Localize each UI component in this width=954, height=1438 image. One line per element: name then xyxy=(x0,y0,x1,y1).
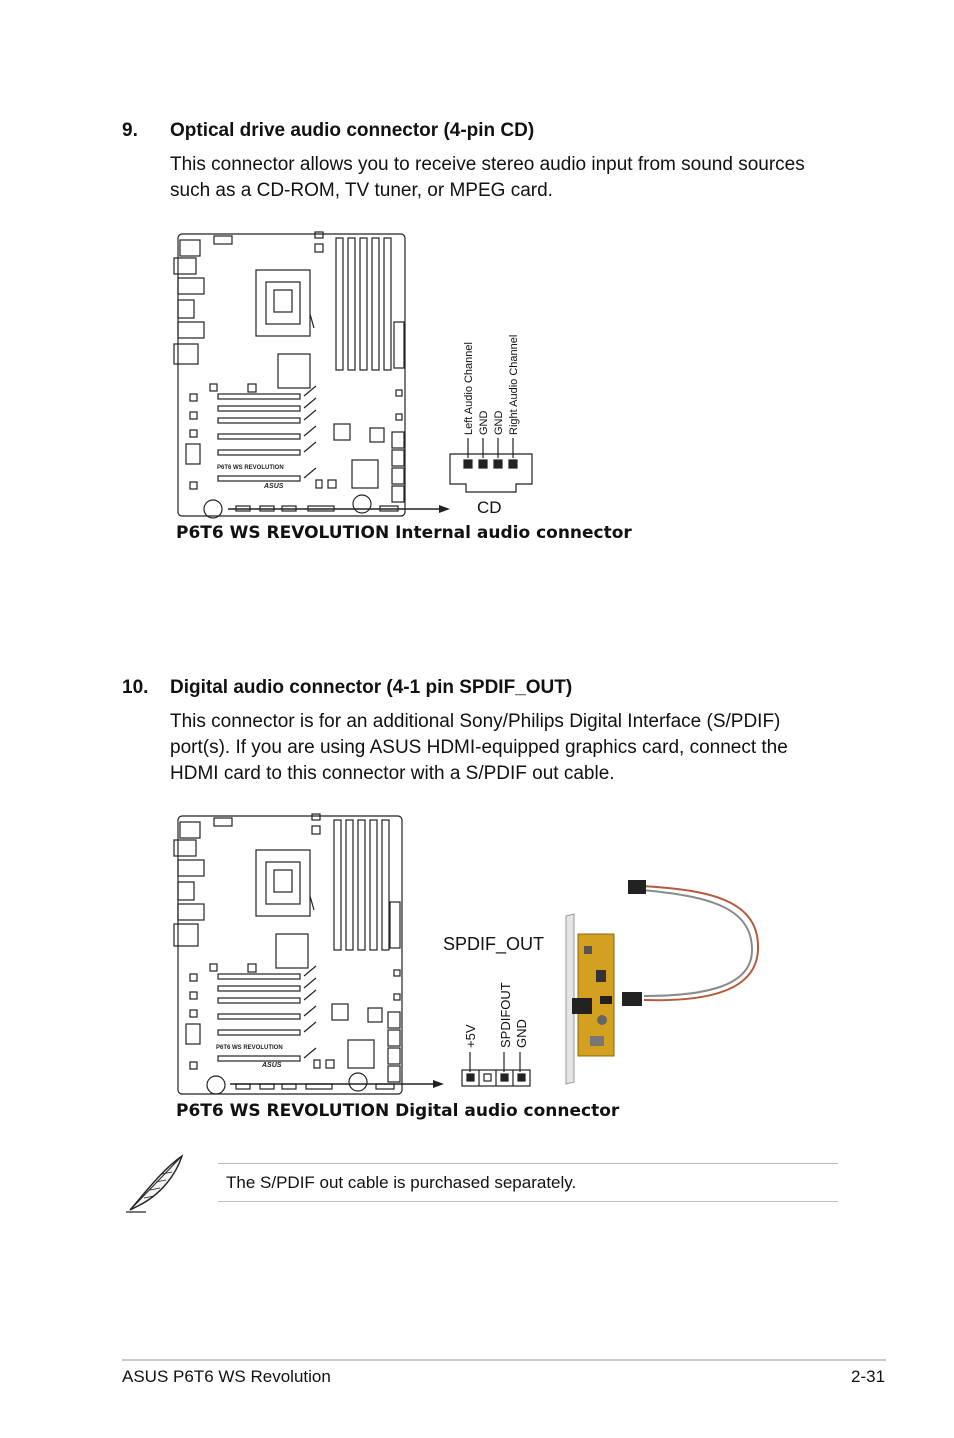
motherboard-outline xyxy=(173,231,406,519)
pin-label-spdifout: SPDIFOUT xyxy=(498,982,513,1048)
feather-quill-icon xyxy=(126,1154,184,1213)
cd-connector xyxy=(449,438,533,493)
section-10-body: This connector is for an additional Sony… xyxy=(170,709,788,787)
pin-label-gnd-1: GND xyxy=(478,411,490,436)
figure-2-caption: P6T6 WS REVOLUTION Digital audio connect… xyxy=(176,1101,620,1121)
note-bottom-rule xyxy=(218,1201,838,1202)
footer-title: ASUS P6T6 WS Revolution xyxy=(122,1367,331,1386)
brand-logo: ASUS xyxy=(263,483,284,490)
page-number: 2-31 xyxy=(851,1367,886,1386)
pin-label-5v: +5V xyxy=(463,1024,478,1048)
footer-rule xyxy=(122,1359,886,1361)
pin-label-gnd-2: GND xyxy=(493,411,505,436)
body-line: such as a CD-ROM, TV tuner, or MPEG card… xyxy=(170,180,553,201)
arrow-head xyxy=(433,1080,444,1088)
section-10-number: 10. xyxy=(122,677,149,698)
board-label: P6T6 WS REVOLUTION xyxy=(217,465,284,471)
section-9-title: Optical drive audio connector (4-pin CD) xyxy=(170,120,535,141)
cable-plug-top xyxy=(628,880,646,894)
pin-label-left-audio: Left Audio Channel xyxy=(463,342,475,435)
spdif-connector-diagram: P6T6 WS REVOLUTION ASUS SPDIF_OUT +5V SP… xyxy=(173,813,760,1095)
arrow-head xyxy=(439,505,450,513)
spdif-bracket-card xyxy=(565,913,615,1085)
pin-label-right-audio: Right Audio Channel xyxy=(508,335,520,435)
cd-connector-label: CD xyxy=(477,498,502,517)
cd-connector-diagram: P6T6 WS REVOLUTION ASUS Left Audio Chann… xyxy=(173,231,533,519)
pin-label-gnd: GND xyxy=(514,1019,529,1048)
body-line: This connector allows you to receive ste… xyxy=(170,154,805,175)
figure-1-caption: P6T6 WS REVOLUTION Internal audio connec… xyxy=(176,523,632,543)
body-line: HDMI card to this connector with a S/PDI… xyxy=(170,763,615,784)
spdif-pin-header xyxy=(461,1052,531,1087)
spdif-cable xyxy=(641,885,760,1002)
brand-logo: ASUS xyxy=(261,1062,282,1069)
section-9-body: This connector allows you to receive ste… xyxy=(170,152,805,204)
spdif-out-label: SPDIF_OUT xyxy=(443,934,544,955)
section-9-number: 9. xyxy=(122,120,138,141)
board-label: P6T6 WS REVOLUTION xyxy=(216,1045,283,1051)
cable-plug-bottom xyxy=(622,992,642,1006)
body-line: port(s). If you are using ASUS HDMI-equi… xyxy=(170,737,788,758)
body-line: This connector is for an additional Sony… xyxy=(170,711,781,732)
note-text: The S/PDIF out cable is purchased separa… xyxy=(226,1173,577,1192)
note-top-rule xyxy=(218,1163,838,1164)
section-10-title: Digital audio connector (4-1 pin SPDIF_O… xyxy=(170,677,573,698)
motherboard-outline xyxy=(173,813,403,1095)
